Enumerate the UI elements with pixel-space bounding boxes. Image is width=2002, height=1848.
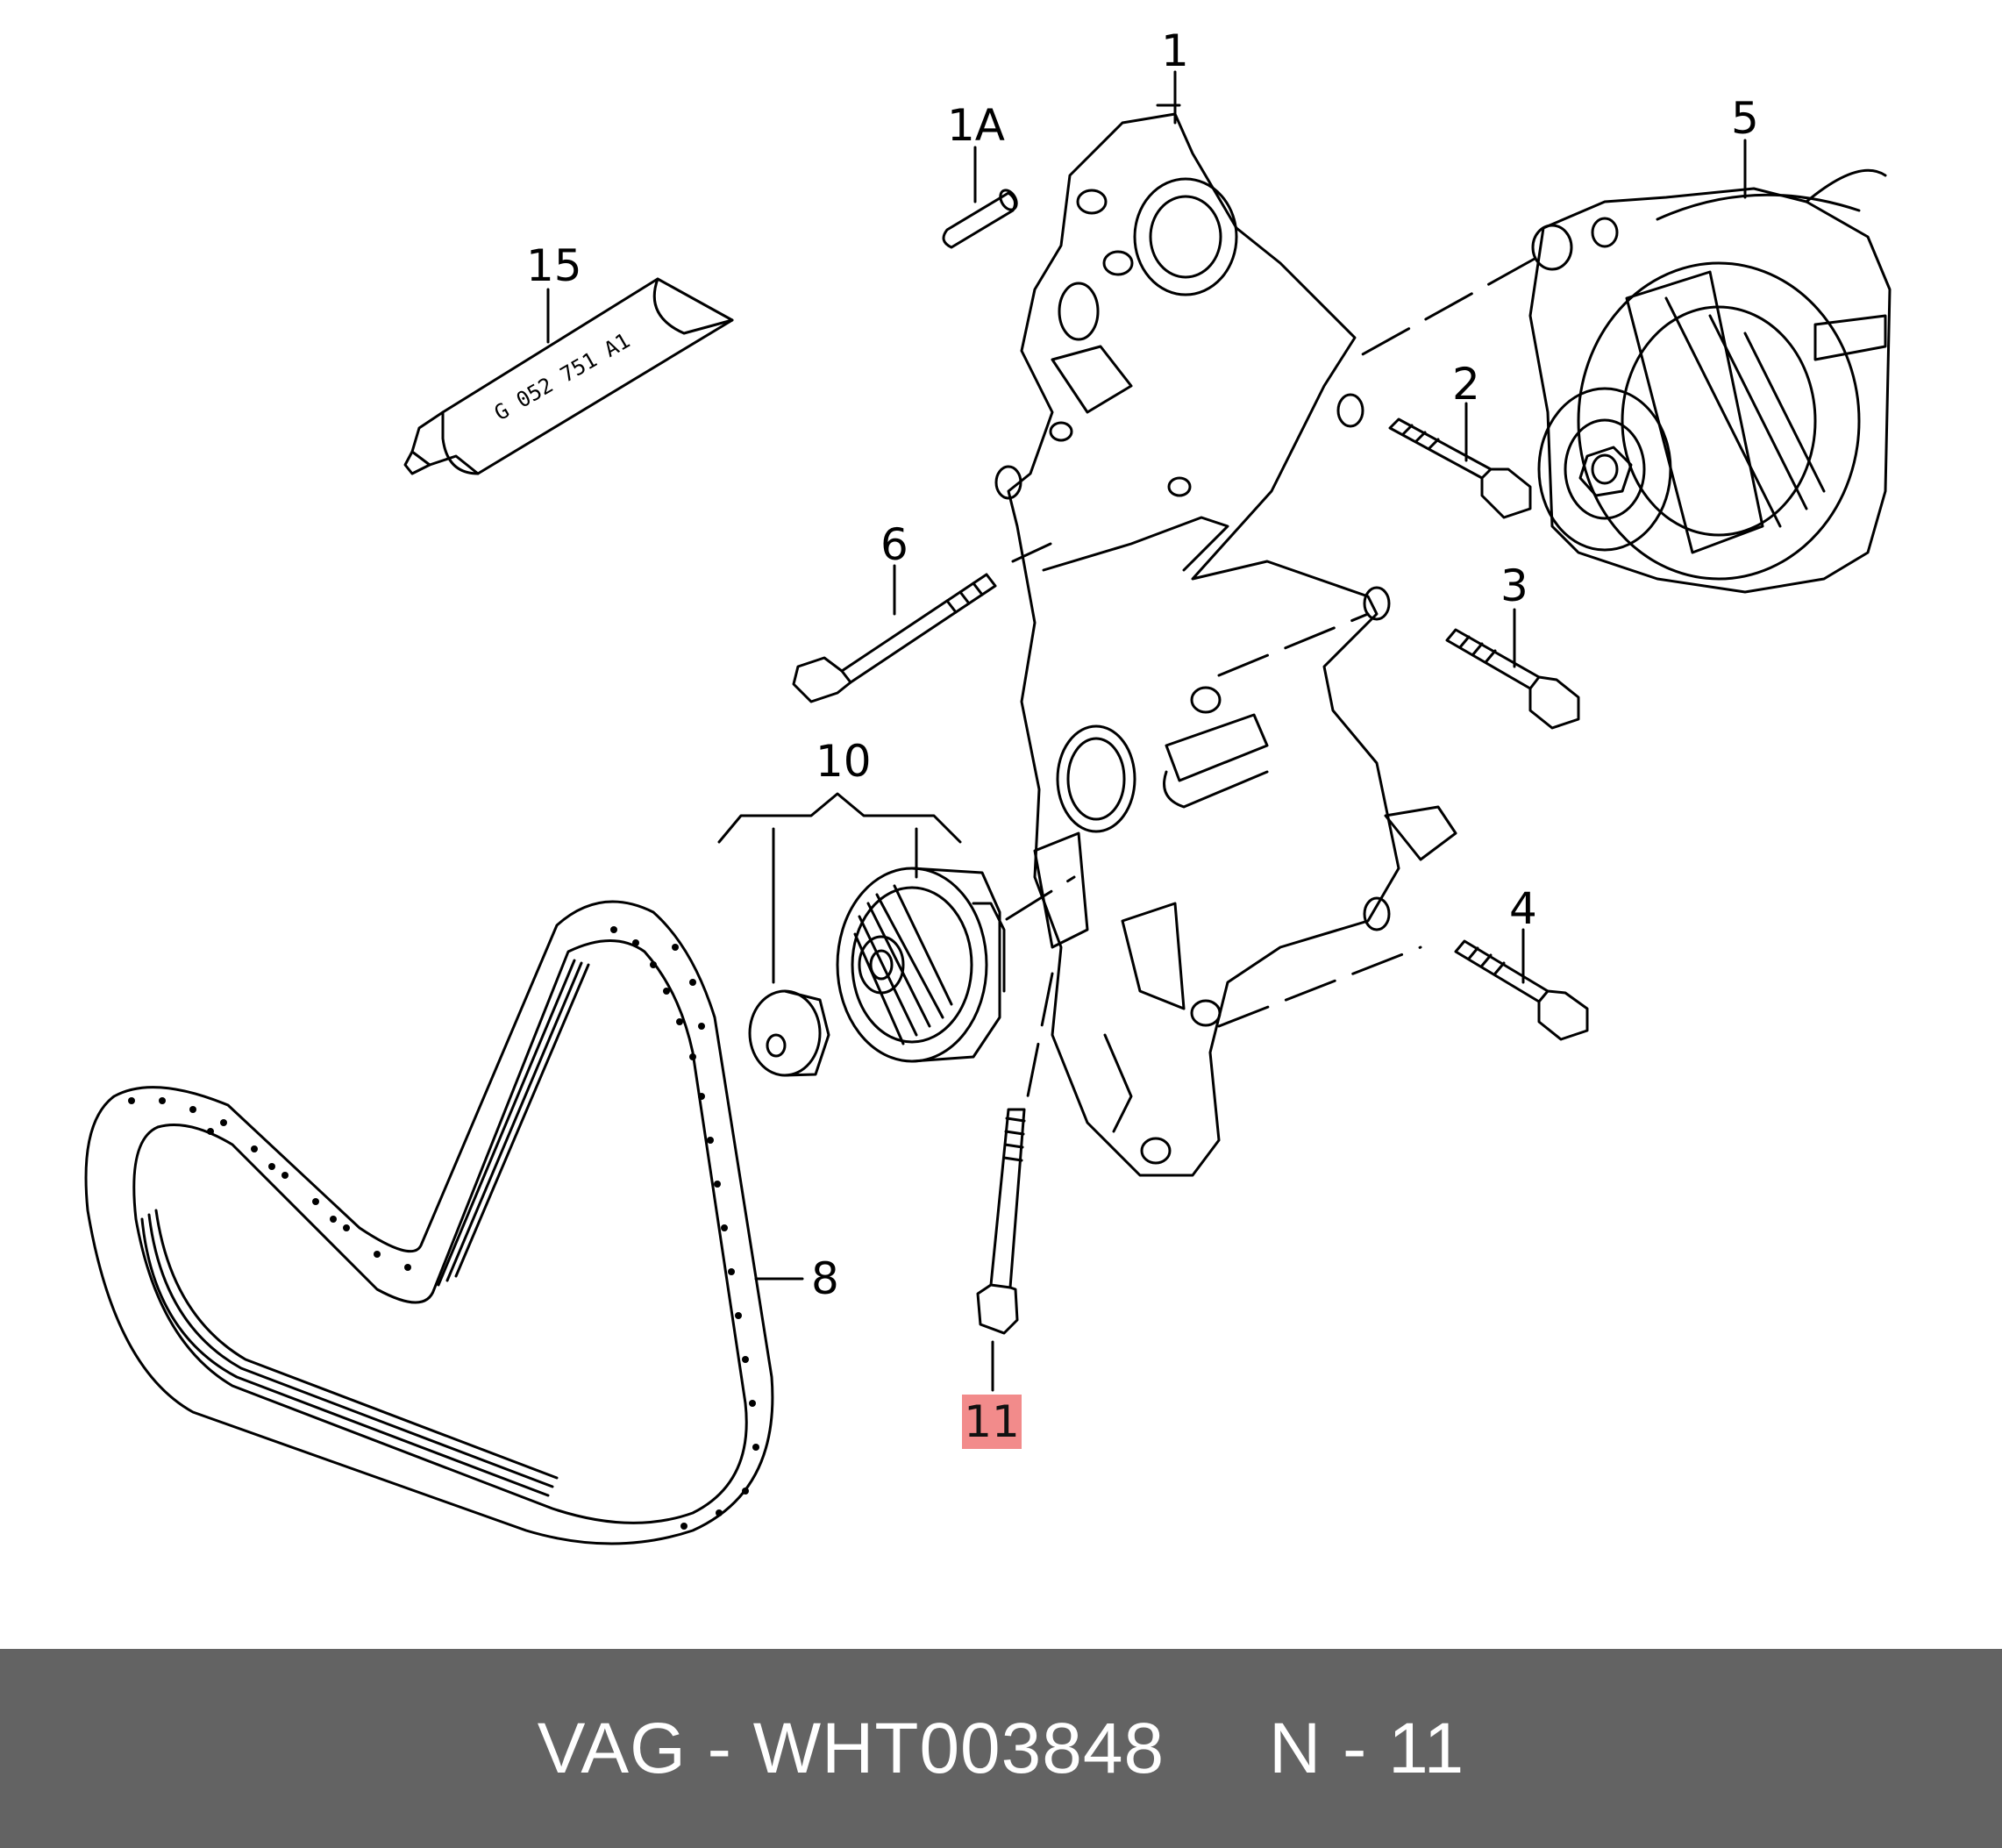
highlighted-callout-box [962,1395,1022,1449]
tube-label: G 052 751 A1 [490,328,634,425]
poly-v-belt [84,900,774,1545]
bracket-10 [717,792,962,844]
bracket [994,103,1457,1177]
pulley-cap [748,989,830,1077]
dowel-pin [942,189,1018,249]
callout-1A: 1A [947,100,1005,151]
bolt-2 [1388,417,1532,519]
callout-5: 5 [1731,93,1759,144]
callout-4: 4 [1509,883,1537,934]
callout-2: 2 [1452,359,1480,410]
belt-dots [128,926,759,1530]
bolt-6 [792,573,997,703]
callout-3: 3 [1500,560,1528,611]
callout-11: 11 [964,1396,1020,1447]
bolt-4 [1454,939,1589,1041]
bolt-3 [1445,628,1580,730]
footer-bar: VAG - WHT003848 N - 11 [0,1649,2002,1848]
callout-10: 10 [816,736,872,787]
assembly-lines [1005,257,1536,1107]
tensioner-pulley [836,867,1006,1063]
part-number-caption: VAG - WHT003848 N - 11 [537,1709,1465,1788]
parts-diagram: G 052 751 A1 [84,25,1892,1545]
callout-6: 6 [880,519,908,570]
callout-8: 8 [811,1253,839,1304]
callout-15: 15 [526,240,582,291]
bolt-11 [976,1108,1026,1335]
alternator [1528,168,1892,594]
callout-1: 1 [1161,25,1189,76]
sealant-tube: G 052 751 A1 [403,277,734,475]
